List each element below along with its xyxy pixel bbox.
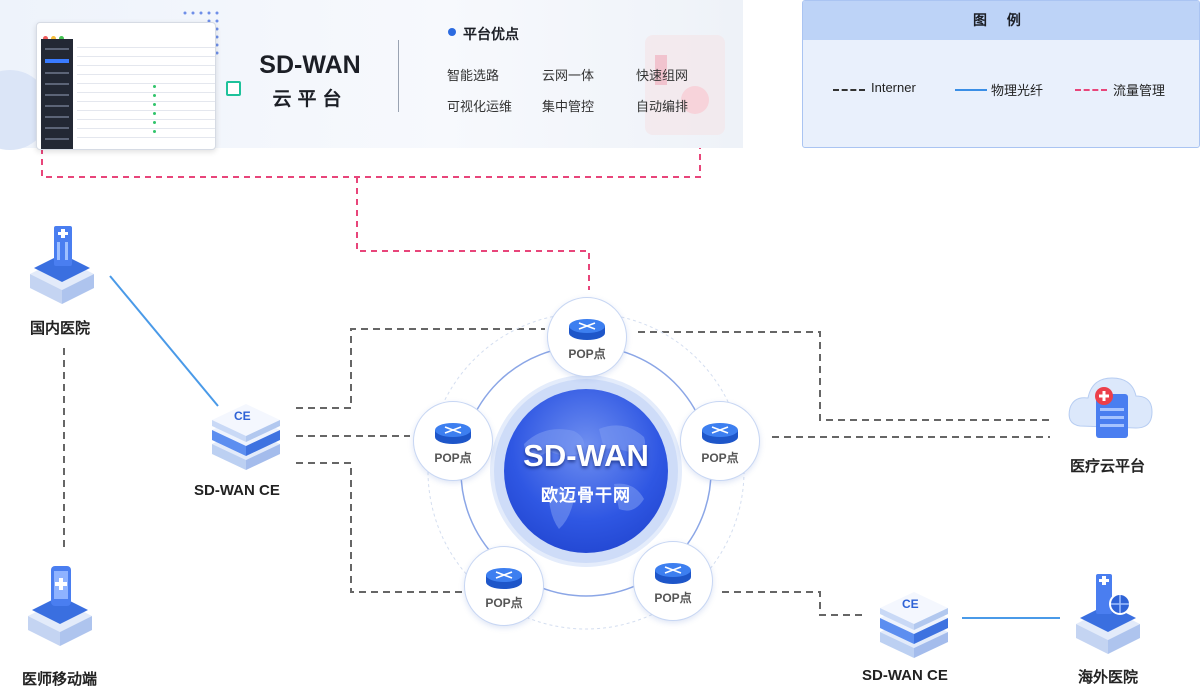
pop-label: POP点: [568, 347, 606, 361]
banner-divider: [398, 40, 399, 112]
pop-node-bottom-right: POP点: [633, 541, 713, 621]
pop-label: POP点: [434, 451, 472, 465]
ce-badge: CE: [234, 409, 251, 423]
internet-lines: [63, 328, 1050, 616]
legend-label: 物理光纤: [991, 83, 1044, 98]
core-title: SD-WAN: [523, 438, 649, 473]
platform-screenshot: [36, 22, 216, 150]
pop-label: POP点: [654, 591, 692, 605]
router-icon: [569, 319, 605, 340]
ce-right-label: SD-WAN CE: [862, 667, 948, 684]
traffic-legend-swatch: [1075, 89, 1107, 91]
mobile-phone-icon: [28, 566, 92, 646]
pop-node-top: POP点: [547, 297, 627, 377]
legend-panel: 图 例 Interner 物理光纤 流量管理: [802, 0, 1200, 148]
router-icon: [655, 563, 691, 584]
platform-subtitle: 云平台: [272, 89, 348, 110]
feature-item: 可视化运维: [447, 99, 513, 114]
feature-item: 云网一体: [542, 68, 595, 83]
fiber-legend-swatch: [955, 89, 987, 91]
fiber-lines: [109, 275, 1060, 619]
core-subtitle: 欧迈骨干网: [541, 486, 631, 505]
legend-label: Interner: [871, 80, 916, 95]
feature-item: 智能选路: [447, 68, 500, 83]
traffic-management-lines: [41, 148, 701, 290]
feature-item: 自动编排: [636, 99, 689, 114]
pop-node-right: POP点: [680, 401, 760, 481]
ce-device-icon: [880, 592, 948, 658]
ce-left-label: SD-WAN CE: [194, 482, 280, 499]
overseas-hospital-label: 海外医院: [1078, 669, 1139, 686]
core-globe: [504, 389, 668, 553]
pop-node-left: POP点: [413, 401, 493, 481]
advantages-title: 平台优点: [463, 26, 519, 42]
medical-cloud-label: 医疗云平台: [1070, 458, 1146, 475]
platform-title: SD-WAN: [259, 51, 361, 79]
pop-node-bottom-left: POP点: [464, 546, 544, 626]
banner-illustration: [645, 35, 725, 135]
teal-square-decoration: [226, 81, 241, 96]
feature-item: 快速组网: [636, 68, 689, 83]
internet-legend-swatch: [833, 89, 865, 91]
router-icon: [486, 568, 522, 589]
router-icon: [702, 423, 738, 444]
hospital-building-icon: [30, 226, 94, 304]
ce-badge: CE: [902, 597, 919, 611]
pop-label: POP点: [701, 451, 739, 465]
mini-table: [77, 39, 215, 149]
advantages-bullet-icon: [448, 28, 456, 36]
globe-icon: [524, 425, 646, 529]
legend-label: 流量管理: [1113, 83, 1166, 98]
pop-label: POP点: [485, 596, 523, 610]
mini-sidebar: [41, 39, 73, 149]
ce-device-icon: [212, 404, 280, 470]
legend-title: 图 例: [803, 1, 1199, 40]
feature-item: 集中管控: [542, 99, 595, 114]
overseas-hospital-icon: [1076, 574, 1140, 654]
domestic-hospital-label: 国内医院: [30, 320, 91, 337]
router-icon: [435, 423, 471, 444]
platform-banner: SD-WAN 云平台 平台优点 智能选路 云网一体 快速组网 可视化运维 集中管…: [0, 0, 743, 150]
mobile-doctor-label: 医师移动端: [22, 671, 98, 688]
medical-cloud-icon: [1068, 377, 1153, 438]
